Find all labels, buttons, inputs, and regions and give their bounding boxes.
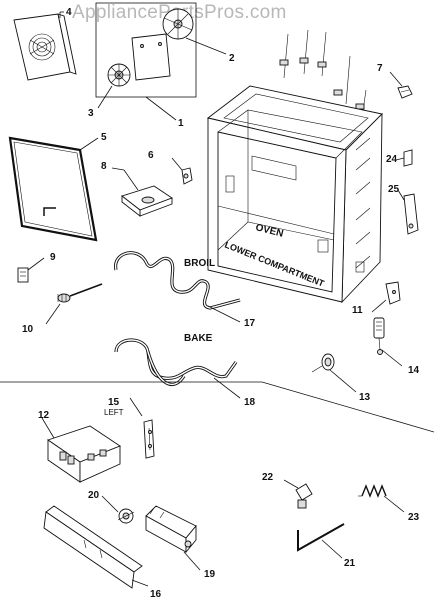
callout-20: 20 [88, 490, 100, 501]
callout-24: 24 [386, 154, 398, 165]
section-divider [0, 381, 434, 433]
callout-5: 5 [101, 132, 107, 143]
callout-6: 6 [148, 150, 154, 161]
callout-15: 15 [108, 397, 120, 408]
part-9-terminal-block[interactable] [17, 267, 29, 283]
part-23-spring[interactable] [358, 484, 387, 498]
part-25-bracket[interactable] [403, 193, 419, 235]
part-24-bracket[interactable] [403, 149, 413, 167]
callout-17: 17 [244, 318, 256, 329]
oven-cavity-frame[interactable] [206, 85, 383, 304]
callout-25: 25 [388, 184, 400, 195]
callout-22: 22 [262, 472, 274, 483]
broil-label: BROIL [184, 258, 215, 269]
left-label: LEFT [104, 408, 124, 417]
part-3-fan-wheel[interactable] [107, 63, 131, 87]
callout-16: 16 [150, 589, 162, 600]
part-6-lamp-socket[interactable] [181, 167, 193, 185]
callout-18: 18 [244, 397, 256, 408]
callout-9: 9 [50, 252, 56, 263]
part-11-bracket[interactable] [385, 281, 401, 305]
callout-8: 8 [101, 161, 107, 172]
bake-label: BAKE [184, 333, 213, 344]
part-20-thermostat[interactable] [117, 508, 135, 524]
part-12-terminal-box[interactable] [47, 425, 121, 483]
callout-1: 1 [178, 118, 184, 129]
callout-4: 4 [66, 7, 72, 18]
part-1-mounting-plate[interactable] [131, 33, 171, 81]
callout-3: 3 [88, 108, 94, 119]
callout-14: 14 [408, 365, 420, 376]
top-mounting-screws[interactable] [279, 29, 367, 119]
part-5-door-gasket[interactable] [8, 136, 98, 242]
part-17-broil-element[interactable] [114, 251, 241, 310]
part-16-toe-kick-panel[interactable] [43, 505, 143, 589]
callout-13: 13 [359, 392, 371, 403]
part-7-clip[interactable] [397, 85, 413, 99]
part-22-switch[interactable] [295, 483, 313, 509]
part-19-fan-motor[interactable] [145, 505, 197, 554]
callout-19: 19 [204, 569, 216, 580]
callout-21: 21 [344, 558, 356, 569]
part-15-left-hinge[interactable] [143, 419, 155, 459]
callout-12: 12 [38, 410, 50, 421]
callout-11: 11 [352, 305, 363, 316]
part-8-sensor-bracket[interactable] [121, 185, 173, 217]
part-10-oven-sensor[interactable] [57, 283, 103, 303]
callout-10: 10 [22, 324, 34, 335]
part-21-door-latch-rod[interactable] [297, 523, 345, 552]
part-18-bake-element[interactable] [114, 338, 238, 387]
part-2-fan-blade[interactable] [162, 8, 194, 40]
callout-23: 23 [408, 512, 420, 523]
callout-7: 7 [377, 63, 383, 74]
part-4-vent-cover[interactable] [13, 13, 77, 81]
part-13-light-assembly[interactable] [311, 353, 335, 373]
callout-2: 2 [229, 53, 235, 64]
part-14-igniter[interactable] [373, 317, 385, 355]
